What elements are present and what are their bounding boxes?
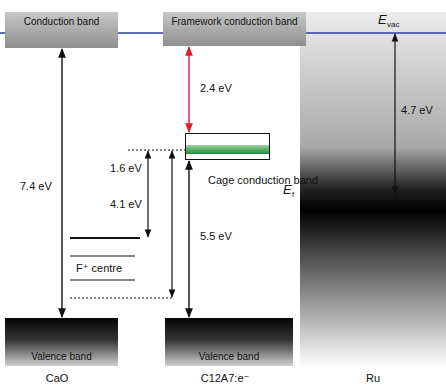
energy-arrow	[61, 49, 62, 317]
diagram-label: CaO	[46, 372, 69, 385]
diagram-label: 4.7 eV	[401, 104, 433, 117]
energy-value: 7.4 eV	[20, 180, 52, 193]
cage-band: Cage conduction band	[185, 133, 270, 160]
conduction-band: Conduction band	[5, 12, 118, 48]
level-line	[70, 237, 140, 239]
band-label: Valence band	[165, 350, 293, 363]
green-band	[186, 145, 269, 154]
level-line	[70, 298, 172, 299]
band-label: Framework conduction band	[163, 12, 306, 28]
energy-arrow	[171, 151, 172, 297]
energy-arrow	[188, 161, 189, 317]
ru-band	[300, 12, 446, 367]
energy-value: 5.5 eV	[200, 230, 232, 243]
energy-arrow	[147, 151, 148, 237]
diagram-label: f	[292, 190, 294, 200]
diagram-label: Ru	[366, 372, 380, 385]
level-line	[70, 279, 135, 280]
diagram-label: 4.1 eV	[110, 198, 142, 211]
diagram-label: vac	[387, 20, 399, 30]
level-line	[70, 255, 135, 256]
band-label: Cage conduction band	[208, 174, 318, 187]
band-label: Valence band	[5, 350, 118, 363]
diagram-label: E	[283, 182, 292, 197]
diagram-label: E	[378, 12, 387, 27]
level-line	[128, 150, 186, 151]
energy-arrow	[188, 47, 189, 132]
energy-value: 2.4 eV	[200, 82, 232, 95]
diagram-label: 1.6 eV	[110, 162, 142, 175]
diagram-label: F⁺ centre	[76, 262, 122, 275]
conduction-band: Framework conduction band	[163, 12, 306, 46]
band-label: Conduction band	[5, 12, 118, 28]
valence-band: Valence band	[5, 318, 118, 366]
energy-arrow	[394, 34, 395, 194]
valence-band: Valence band	[165, 318, 293, 366]
diagram-label: C12A7:e⁻	[201, 372, 250, 385]
